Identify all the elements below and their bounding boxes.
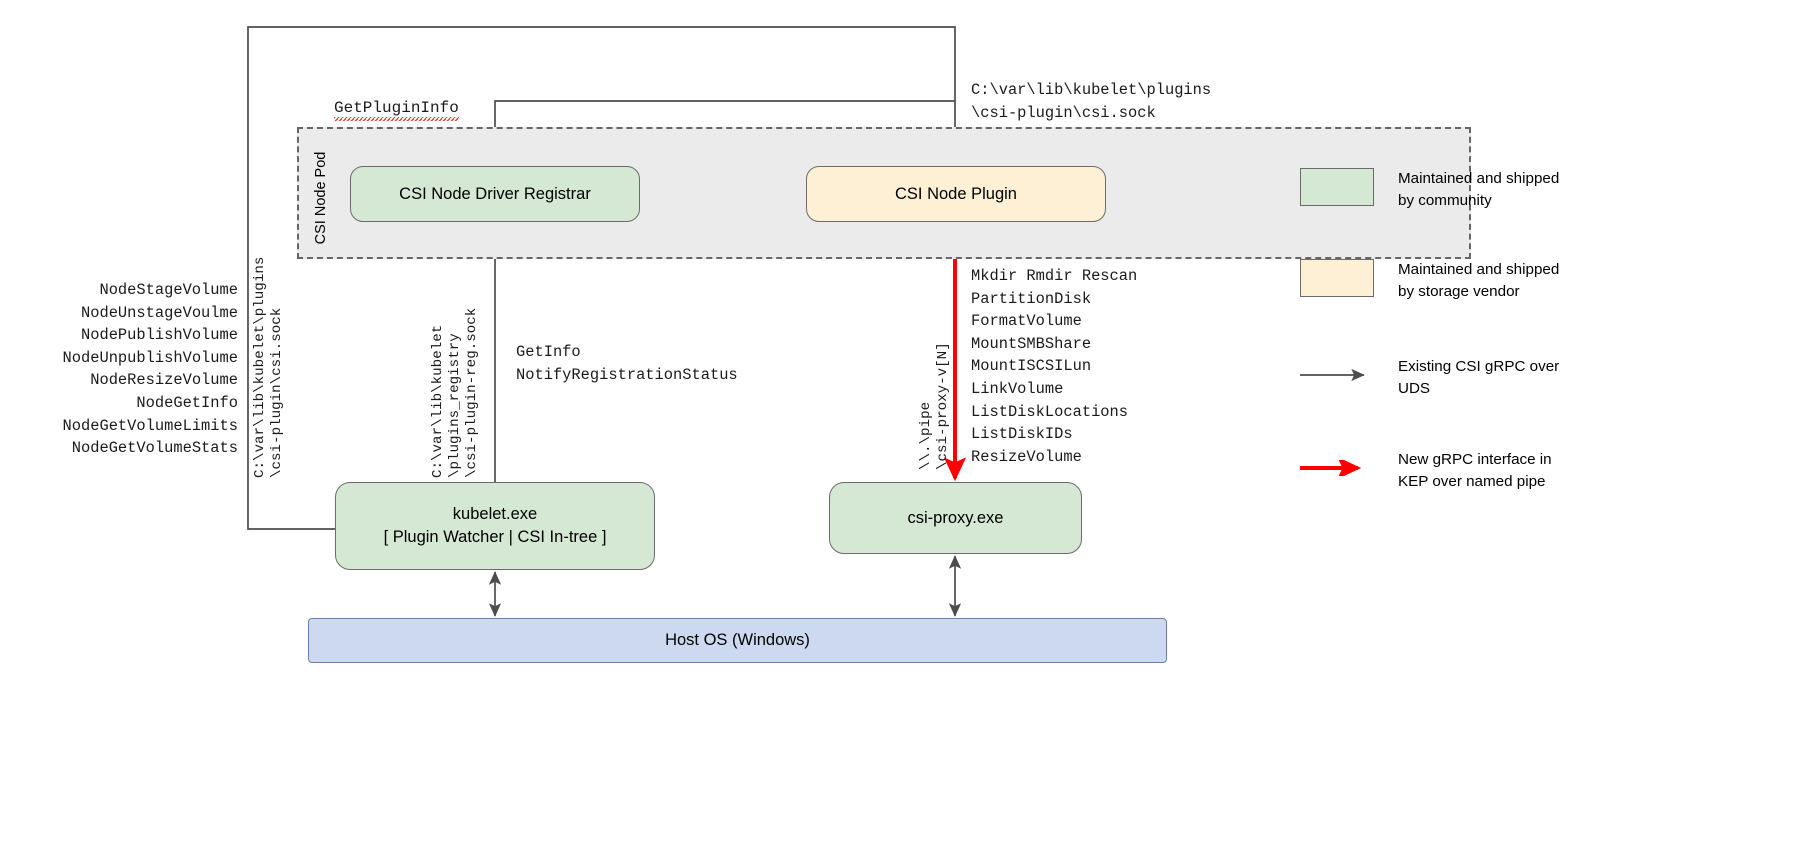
box-csi-proxy-exe-label: csi-proxy.exe bbox=[907, 508, 1004, 527]
box-kubelet-exe-sublabel: [ Plugin Watcher | CSI In-tree ] bbox=[383, 528, 607, 546]
box-host-os-label: Host OS (Windows) bbox=[665, 631, 810, 649]
legend-item-vendor: Maintained and shipped by storage vendor bbox=[1300, 259, 1568, 303]
box-csi-proxy-exe[interactable]: csi-proxy.exe bbox=[829, 482, 1082, 554]
legend-swatch-green bbox=[1300, 168, 1374, 206]
box-csi-node-driver-registrar[interactable]: CSI Node Driver Registrar bbox=[350, 166, 640, 222]
box-csi-node-plugin[interactable]: CSI Node Plugin bbox=[806, 166, 1106, 222]
legend-item-community: Maintained and shipped by community bbox=[1300, 168, 1568, 212]
legend-label-community: Maintained and shipped by community bbox=[1398, 170, 1560, 210]
box-host-os[interactable]: Host OS (Windows) bbox=[308, 618, 1167, 663]
legend-arrow-red-icon bbox=[1300, 449, 1374, 487]
legend-arrow-gray-icon bbox=[1300, 356, 1374, 394]
label-vertical-kubelet-csi-socket-path: C:\var\lib\kubelet\plugins \csi-plugin\c… bbox=[252, 256, 285, 478]
spellcheck-squiggle-underline bbox=[334, 117, 459, 121]
box-csi-node-plugin-label: CSI Node Plugin bbox=[895, 184, 1017, 203]
label-vertical-plugins-registry-socket-path: C:\var\lib\kubelet \plugins_registry \cs… bbox=[430, 307, 480, 478]
legend-label-vendor: Maintained and shipped by storage vendor bbox=[1398, 261, 1560, 301]
label-get-plugin-info-text: GetPluginInfo bbox=[334, 99, 459, 117]
label-registration-calls: GetInfo NotifyRegistrationStatus bbox=[516, 343, 738, 384]
legend-label-new-grpc: New gRPC interface in KEP over named pip… bbox=[1398, 451, 1552, 491]
legend-swatch-yellow bbox=[1300, 259, 1374, 297]
csi-node-pod-label: CSI Node Pod bbox=[310, 145, 332, 250]
box-csi-node-driver-registrar-label: CSI Node Driver Registrar bbox=[399, 184, 591, 203]
box-kubelet-exe-label: kubelet.exe bbox=[452, 505, 538, 524]
box-kubelet-exe[interactable]: kubelet.exe [ Plugin Watcher | CSI In-tr… bbox=[335, 482, 655, 570]
label-get-plugin-info: GetPluginInfo bbox=[334, 99, 459, 121]
label-csi-proxy-operations: Mkdir Rmdir Rescan PartitionDisk FormatV… bbox=[971, 267, 1138, 466]
legend-item-new-grpc: New gRPC interface in KEP over named pip… bbox=[1300, 449, 1568, 493]
csi-node-pod-label-text: CSI Node Pod bbox=[312, 151, 329, 244]
label-vertical-named-pipe-path: \\.\pipe \csi-proxy-v[N] bbox=[918, 342, 951, 470]
legend-label-existing-csi: Existing CSI gRPC over UDS bbox=[1398, 358, 1560, 398]
label-csi-socket-path: C:\var\lib\kubelet\plugins \csi-plugin\c… bbox=[971, 81, 1212, 122]
label-node-service-grpc-calls: NodeStageVolume NodeUnstageVoulme NodePu… bbox=[62, 281, 238, 458]
legend-item-existing-csi: Existing CSI gRPC over UDS bbox=[1300, 356, 1568, 400]
